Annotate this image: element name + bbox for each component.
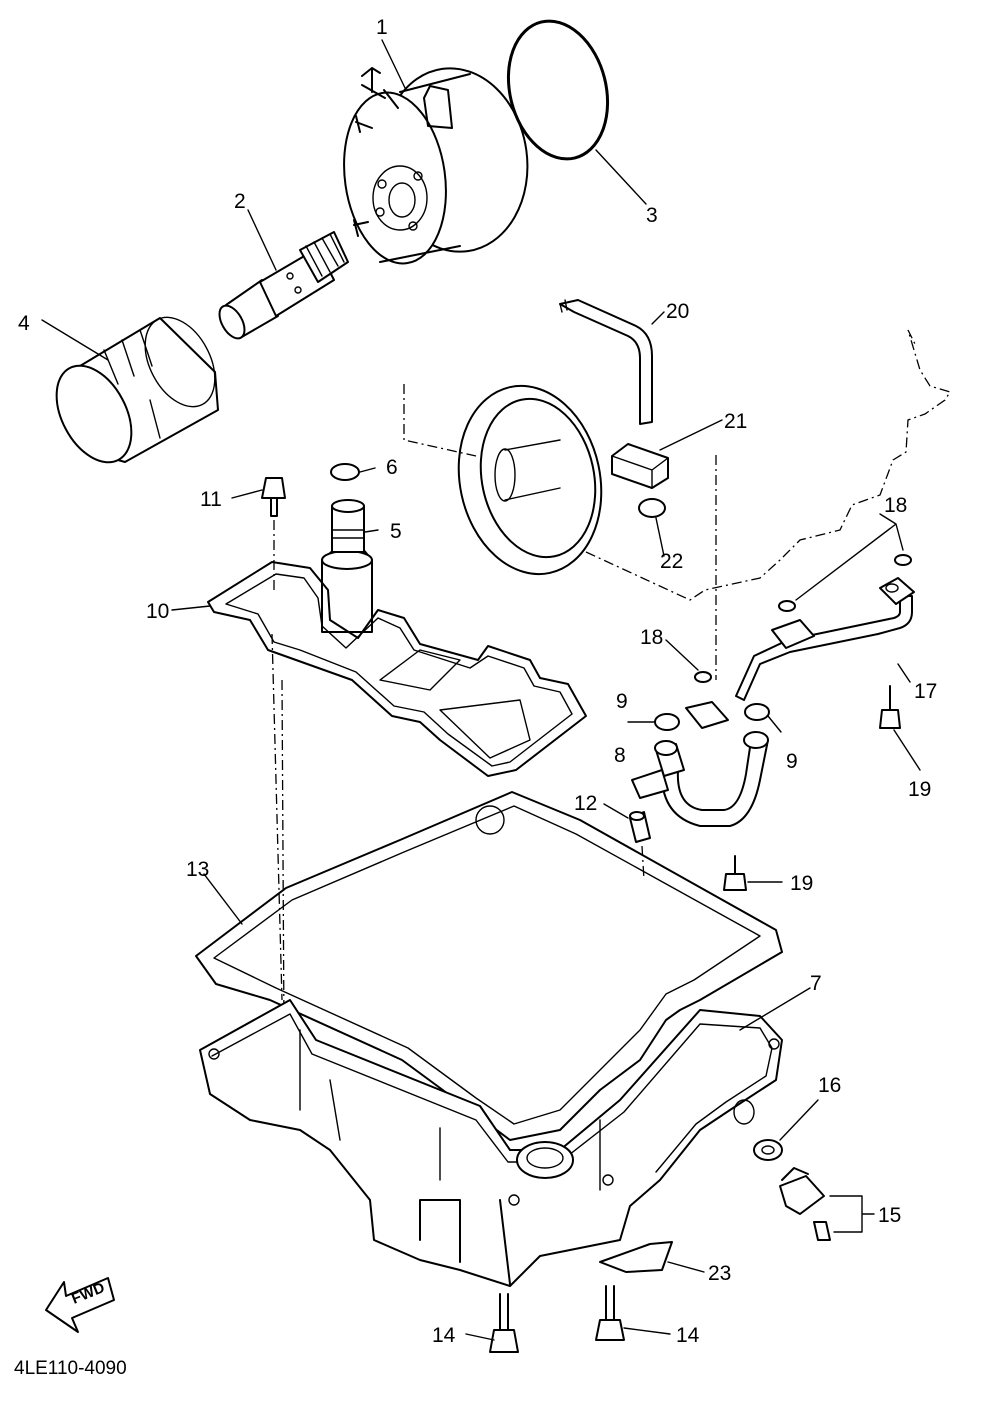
oil-strainer <box>457 384 603 576</box>
oil-pan <box>199 999 783 1287</box>
bracket-23 <box>599 1241 673 1273</box>
callout-11: 11 <box>200 488 222 511</box>
callout-22: 22 <box>660 550 683 573</box>
callout-18-left: 18 <box>640 626 663 649</box>
callout-7: 7 <box>810 972 822 995</box>
oil-filter <box>55 316 219 464</box>
o-ring-small-6 <box>330 463 360 481</box>
callout-14-right: 14 <box>676 1324 700 1347</box>
o-ring-9-left <box>654 713 680 731</box>
leader-lines <box>41 39 921 1341</box>
callout-16: 16 <box>818 1074 841 1097</box>
union-bolt <box>218 231 349 340</box>
callout-13: 13 <box>186 858 209 881</box>
callout-18-right: 18 <box>884 494 907 517</box>
callout-5: 5 <box>390 520 402 543</box>
dowel-pin <box>629 811 651 881</box>
washer-16 <box>753 1139 783 1161</box>
engine-outline-dashed <box>403 329 952 680</box>
o-ring-18-right <box>894 554 912 566</box>
bolt-14-right <box>595 1285 625 1341</box>
callout-14-left: 14 <box>432 1324 456 1347</box>
diagram-code: 4LE110-4090 <box>14 1358 127 1379</box>
callout-9-left: 9 <box>616 690 628 713</box>
callout-23: 23 <box>708 1262 731 1285</box>
oil-pan-gasket <box>195 791 783 1141</box>
callout-3: 3 <box>646 204 658 227</box>
o-ring-18-mid <box>778 600 796 612</box>
callout-20: 20 <box>666 300 689 323</box>
callout-numbers: 1 2 3 4 5 6 7 8 9 9 10 11 12 13 14 14 15… <box>18 16 937 1347</box>
callout-12: 12 <box>574 792 597 815</box>
callout-19-right: 19 <box>908 778 931 801</box>
callout-4: 4 <box>18 312 30 335</box>
callout-9-right: 9 <box>786 750 798 773</box>
callout-8: 8 <box>614 744 626 767</box>
oil-pipe-5 <box>321 499 373 633</box>
callout-2: 2 <box>234 190 246 213</box>
callout-17: 17 <box>914 680 937 703</box>
callout-19-lower: 19 <box>790 872 813 895</box>
callout-1: 1 <box>376 16 388 39</box>
oil-delivery-pipe <box>631 701 769 827</box>
o-ring-18-left <box>694 671 712 683</box>
bolt-19-lower <box>723 855 747 891</box>
breather-hose <box>559 299 653 425</box>
oil-cooler <box>343 67 529 265</box>
clip <box>638 498 666 518</box>
bolt-19-right <box>879 685 901 729</box>
oil-pipe-17 <box>735 577 915 701</box>
strainer-gasket <box>207 561 587 777</box>
callout-10: 10 <box>146 600 169 623</box>
drain-bolt <box>779 1167 831 1241</box>
callout-15: 15 <box>878 1204 901 1227</box>
bolt-14-left <box>489 1293 519 1353</box>
callout-21: 21 <box>724 410 747 433</box>
fwd-arrow-icon: FWD <box>45 1277 115 1333</box>
callout-6: 6 <box>386 456 398 479</box>
o-ring-9-right <box>744 703 770 721</box>
o-ring-large <box>506 19 610 161</box>
bolt-11 <box>261 477 286 590</box>
